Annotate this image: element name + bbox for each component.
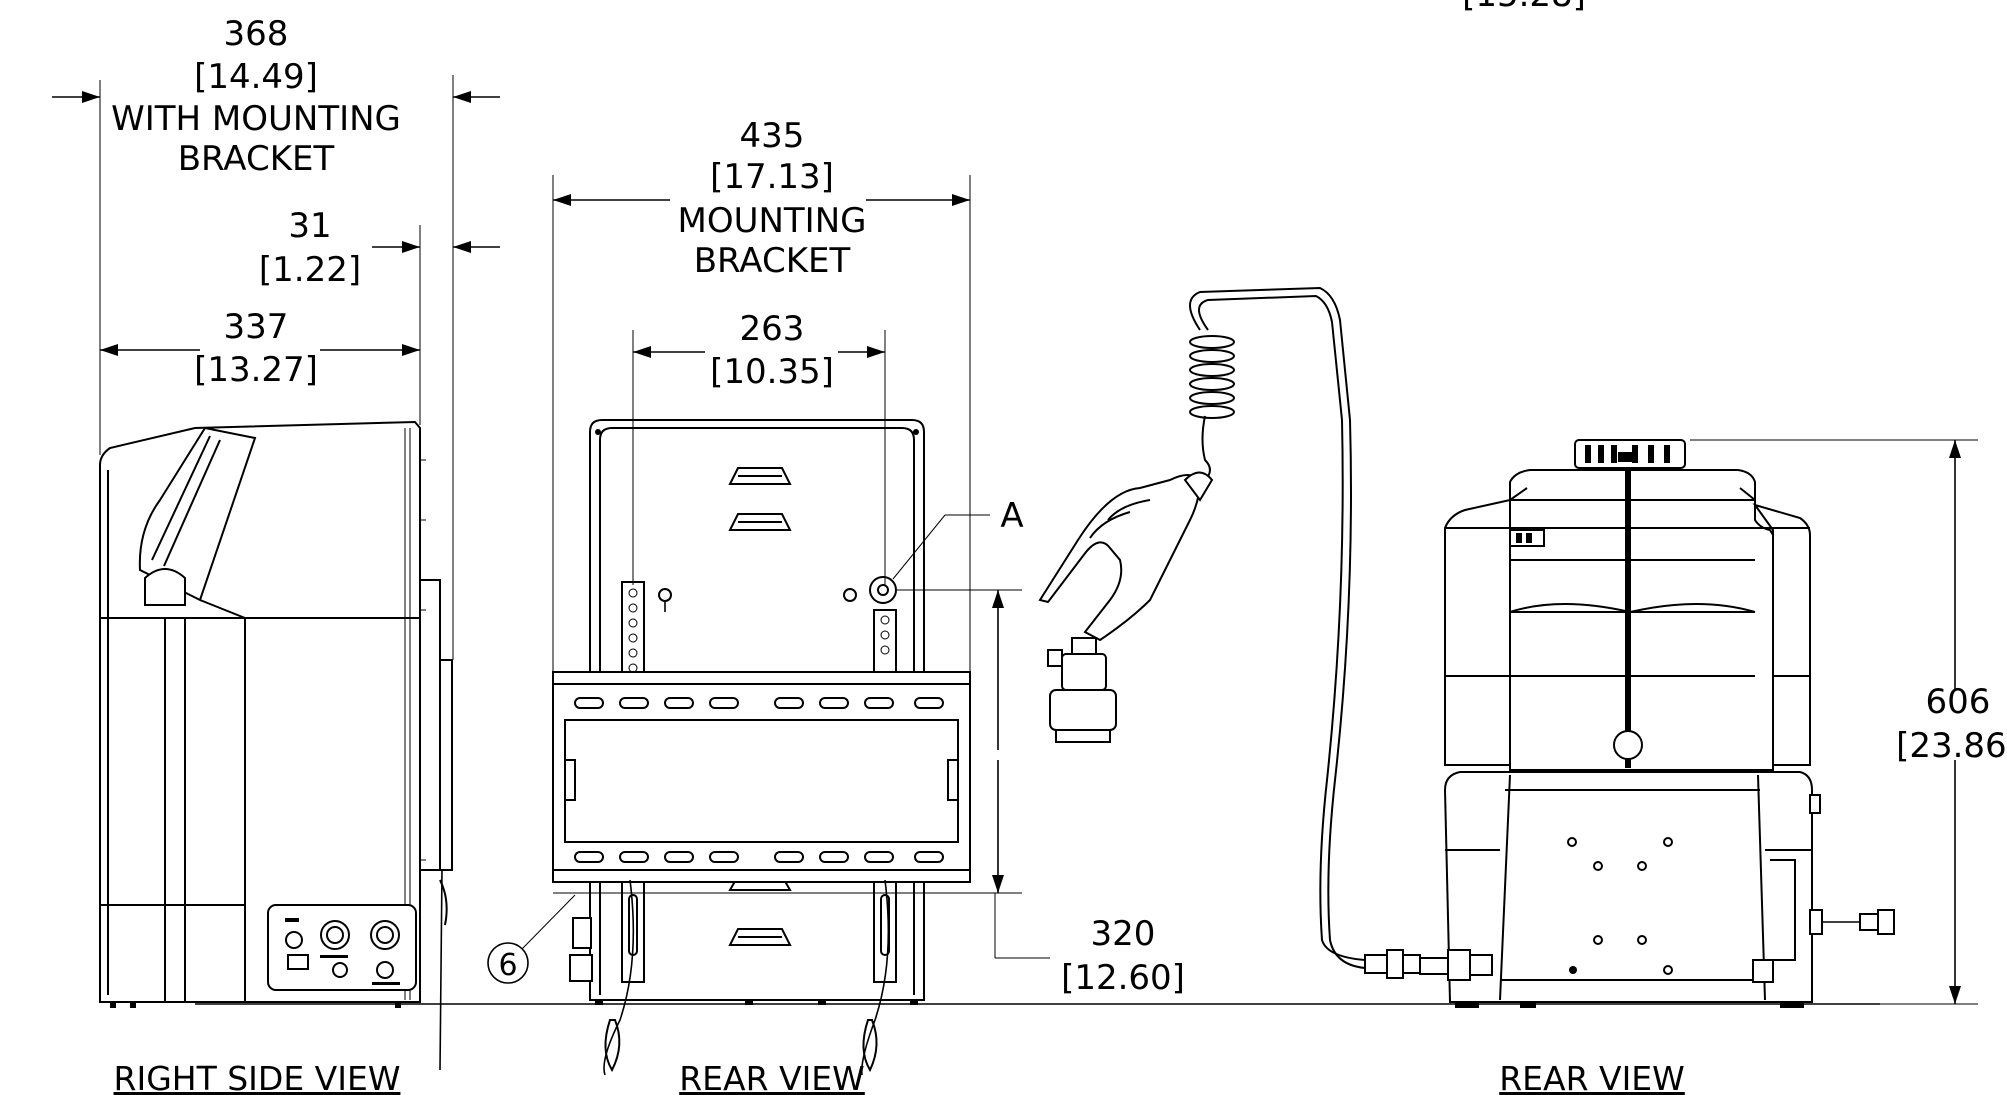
dim-320-mm: 320 <box>1091 914 1156 954</box>
dim-368-note-2: BRACKET <box>178 139 335 179</box>
dim-368-in: [14.49] <box>194 57 318 97</box>
caption-right-side-view: RIGHT SIDE VIEW <box>114 1059 401 1095</box>
dim-31-in: [1.22] <box>259 250 361 290</box>
dim-435-note-1: MOUNTING <box>678 201 867 241</box>
item-balloon <box>487 942 529 984</box>
right-side-view-unit <box>99 420 453 1071</box>
dim-435-note-2: BRACKET <box>694 241 851 281</box>
caption-rear-view-tank: REAR VIEW <box>1499 1059 1685 1095</box>
spray-gun-and-hose <box>1038 286 1421 979</box>
caption-rear-view: REAR VIEW <box>679 1059 865 1095</box>
dim-337-mm: 337 <box>224 307 289 347</box>
dim-31-mm: 31 <box>288 206 331 246</box>
dim-263-in: [10.35] <box>710 352 834 392</box>
rear-view-tank-unit <box>1419 439 1895 1008</box>
dim-263-mm: 263 <box>740 309 805 349</box>
rear-view-unit <box>552 419 971 1076</box>
dim-337-in: [13.27] <box>194 350 318 390</box>
dim-320-in: [12.60] <box>1061 958 1185 998</box>
dim-top-clipped: [15.28] <box>1462 0 1586 15</box>
dim-606-mm: 606 <box>1926 682 1991 722</box>
dim-435-in: [17.13] <box>710 157 834 197</box>
item-callout-6: 6 <box>498 948 517 983</box>
dim-435-mm: 435 <box>740 116 805 156</box>
detail-callout-a: A <box>1000 496 1023 536</box>
dim-368-mm: 368 <box>224 14 289 54</box>
dim-368-note-1: WITH MOUNTING <box>111 99 401 139</box>
dim-606-in: [23.86] <box>1896 726 2007 766</box>
